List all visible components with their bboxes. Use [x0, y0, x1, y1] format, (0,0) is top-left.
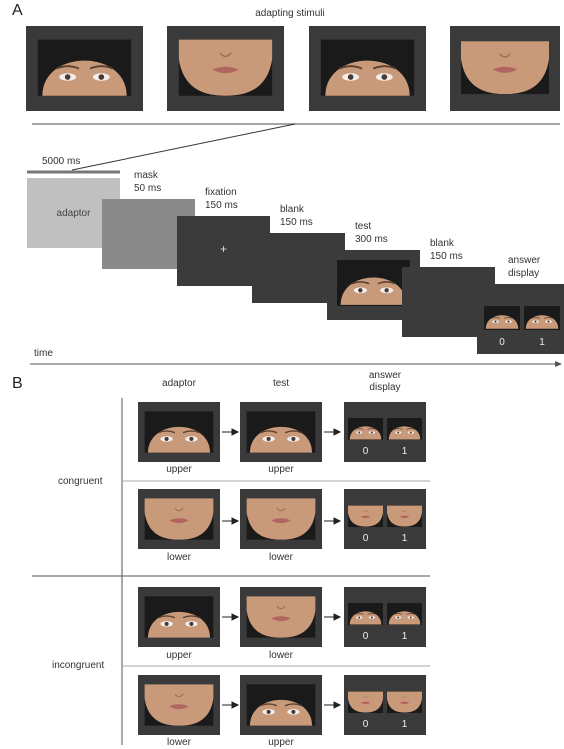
step-mask-name: mask	[134, 170, 158, 181]
step-fixation-name: fixation	[205, 187, 237, 198]
step-blank-1-name: blank	[280, 204, 304, 215]
col-header-test: test	[272, 378, 290, 389]
row4-answer-1: 1	[401, 719, 408, 730]
panel-label-a: A	[12, 2, 23, 19]
row3-adaptor-face	[138, 587, 220, 647]
group-incongruent: incongruent	[52, 660, 105, 671]
adapting-stimuli-title: adapting stimuli	[255, 8, 325, 19]
step-blank-2-time: 150 ms	[430, 251, 463, 262]
row4-answer-face-0	[348, 691, 383, 713]
row1-answer-display: 0 1	[344, 402, 426, 462]
step-blank-2-name: blank	[430, 238, 454, 249]
row3-test-label: lower	[269, 650, 293, 661]
row4-test-label: upper	[268, 737, 294, 748]
adaptor-duration-label: 5000 ms	[42, 156, 81, 167]
step-blank-1-time: 150 ms	[280, 217, 313, 228]
row3-answer-face-1	[387, 603, 422, 625]
adapting-stimulus-mouth-2	[450, 26, 560, 111]
row3-answer-display: 0 1	[344, 587, 426, 647]
row2-test-face	[240, 489, 322, 549]
step-test-time: 300 ms	[355, 234, 388, 245]
col-header-answer-1: answer	[368, 370, 402, 381]
step-mask-time: 50 ms	[134, 183, 162, 194]
row1-answer-face-0	[348, 418, 383, 440]
row1-answer-face-1	[387, 418, 422, 440]
row4-answer-face-1	[387, 691, 422, 713]
row3-answer-face-0	[348, 603, 383, 625]
row4-test-face	[240, 675, 322, 735]
row1-test-face	[240, 402, 322, 462]
row2-answer-face-1	[387, 505, 422, 527]
answer-option-1: 1	[539, 337, 545, 348]
step-test-name: test	[355, 221, 372, 232]
row2-adaptor-label: lower	[167, 552, 191, 563]
row1-answer-0: 0	[362, 446, 369, 457]
row1-test-label: upper	[268, 464, 294, 475]
row2-test-label: lower	[269, 552, 293, 563]
step-answer-name: answer	[508, 255, 541, 266]
row3-answer-1: 1	[401, 631, 408, 642]
step-fixation-time: 150 ms	[205, 200, 238, 211]
answer-display-screen: 0 1	[477, 284, 564, 354]
row2-answer-face-0	[348, 505, 383, 527]
row1-answer-1: 1	[401, 446, 408, 457]
row2-answer-1: 1	[401, 533, 408, 544]
row3-answer-0: 0	[362, 631, 369, 642]
step-answer-time: display	[508, 268, 540, 279]
row1-adaptor-face	[138, 402, 220, 462]
test-face-eyes	[337, 260, 410, 306]
adapting-stimulus-eyes-1	[26, 26, 143, 111]
answer-option-0: 0	[499, 337, 505, 348]
answer-face-0	[484, 306, 520, 330]
row4-answer-0: 0	[362, 719, 369, 730]
adapting-stimulus-eyes-2	[309, 26, 426, 111]
timeline-connector	[27, 123, 562, 367]
adaptor-screen-label: adaptor	[56, 208, 91, 219]
row4-adaptor-face	[138, 675, 220, 735]
row2-answer-0: 0	[362, 533, 369, 544]
row4-answer-display: 0 1	[344, 675, 426, 735]
row4-adaptor-label: lower	[167, 737, 191, 748]
col-header-answer-2: display	[369, 382, 401, 393]
row1-adaptor-label: upper	[166, 464, 192, 475]
answer-face-1	[524, 306, 560, 330]
panel-label-b: B	[12, 375, 23, 392]
time-axis-label: time	[34, 348, 53, 359]
row3-test-face	[240, 587, 322, 647]
fixation-cross: +	[219, 242, 227, 256]
adapting-stimulus-mouth-1	[167, 26, 284, 111]
row2-adaptor-face	[138, 489, 220, 549]
row3-adaptor-label: upper	[166, 650, 192, 661]
group-congruent: congruent	[58, 476, 103, 487]
row2-answer-display: 0 1	[344, 489, 426, 549]
col-header-adaptor: adaptor	[162, 378, 196, 389]
